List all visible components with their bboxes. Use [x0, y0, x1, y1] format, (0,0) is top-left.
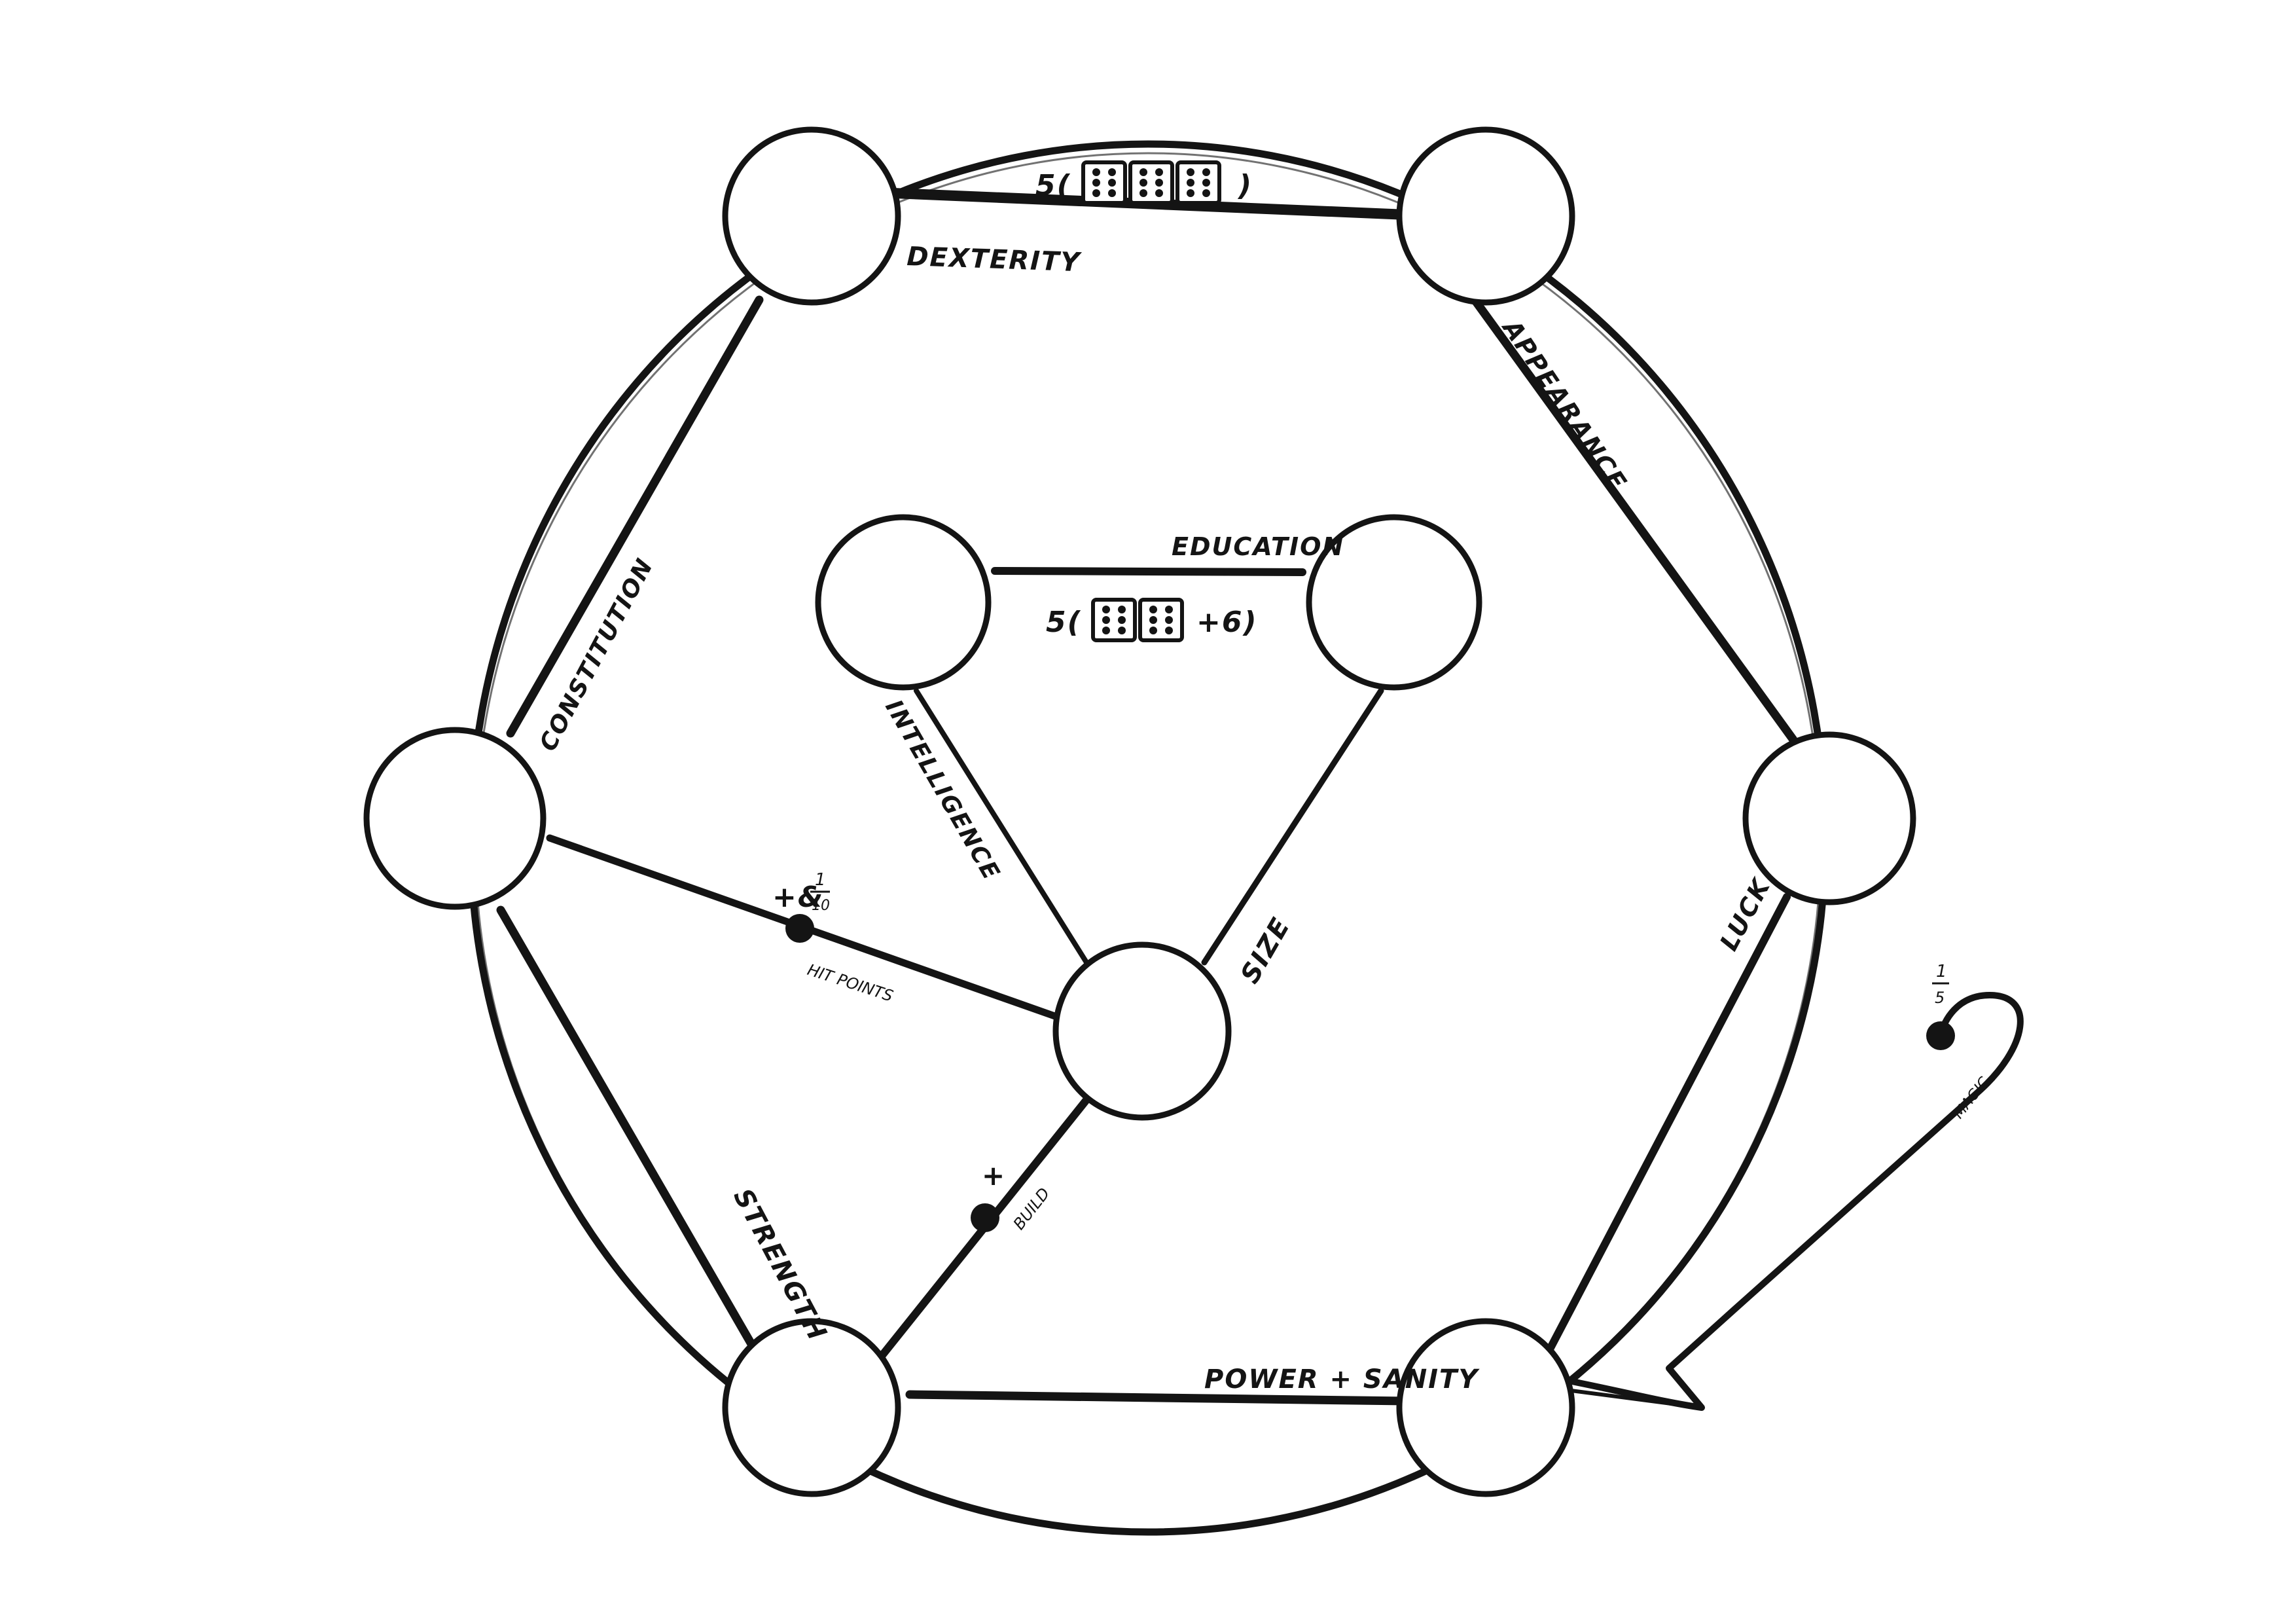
- outer-formula: 5( ): [1035, 160, 1253, 205]
- edge-appearance-luck: [1462, 283, 1798, 744]
- die-six-icon: [1091, 598, 1137, 642]
- hit-points-op: +&: [772, 881, 824, 914]
- die-six-icon: [1081, 160, 1127, 205]
- label-power-sanity: POWER + SANITY: [1204, 1364, 1480, 1395]
- outer-formula-suffix: ): [1237, 169, 1253, 202]
- outer-connections: [496, 188, 1798, 1406]
- power-sanity-node[interactable]: [1396, 1318, 1575, 1497]
- edge-strength-power: [905, 1390, 1412, 1406]
- inner-formula: 5( +6): [1046, 598, 1258, 642]
- appearance-node[interactable]: [1396, 126, 1575, 306]
- edge-luck-power: [1534, 893, 1791, 1376]
- hit-points-dot: [785, 914, 814, 943]
- magic-dot: [1926, 1021, 1955, 1050]
- inner-nodes: [815, 514, 1482, 1121]
- inner-formula-prefix: 5(: [1046, 606, 1082, 639]
- constitution-node[interactable]: [363, 727, 547, 910]
- outer-formula-prefix: 5(: [1035, 169, 1071, 202]
- label-intelligence: INTELLIGENCE: [880, 695, 1005, 885]
- magic-frac-num: 1: [1936, 962, 1947, 981]
- magic-frac-den: 5: [1935, 989, 1945, 1007]
- inner-dice: [1091, 598, 1184, 642]
- hit-points-frac-num: 1: [815, 870, 826, 890]
- hit-points-label: HIT POINTS: [805, 960, 895, 1006]
- magic-arrow: [1535, 992, 2024, 1411]
- build-op: +: [982, 1159, 1006, 1192]
- outer-nodes: [363, 126, 1916, 1497]
- die-six-icon: [1128, 160, 1174, 205]
- inner-formula-suffix: +6): [1196, 606, 1258, 639]
- hit-points-frac-den: 10: [812, 898, 830, 914]
- luck-node[interactable]: [1742, 731, 1916, 905]
- intelligence-node[interactable]: [815, 514, 992, 691]
- die-six-icon: [1138, 598, 1184, 642]
- outer-dice: [1081, 160, 1221, 205]
- edge-size: [1201, 687, 1384, 966]
- die-six-icon: [1175, 160, 1221, 205]
- label-appearance: APPEARANCE: [1496, 313, 1633, 496]
- edge-dexterity-constitution: [506, 295, 764, 738]
- build-dot: [971, 1203, 999, 1232]
- size-node[interactable]: [1052, 941, 1232, 1121]
- edge-intelligence: [914, 688, 1089, 965]
- edge-education: [991, 567, 1306, 576]
- edge-constitution-strength: [496, 905, 761, 1357]
- education-node[interactable]: [1306, 514, 1482, 691]
- outer-ring: [467, 140, 1829, 1536]
- label-size: SIZE: [1235, 912, 1297, 989]
- strength-node[interactable]: [722, 1318, 901, 1497]
- magic-label: MAGIC: [1950, 1074, 1993, 1122]
- label-education: EDUCATION: [1172, 532, 1344, 561]
- label-dexterity: DEXTERITY: [906, 242, 1083, 278]
- dexterity-node[interactable]: [722, 126, 901, 306]
